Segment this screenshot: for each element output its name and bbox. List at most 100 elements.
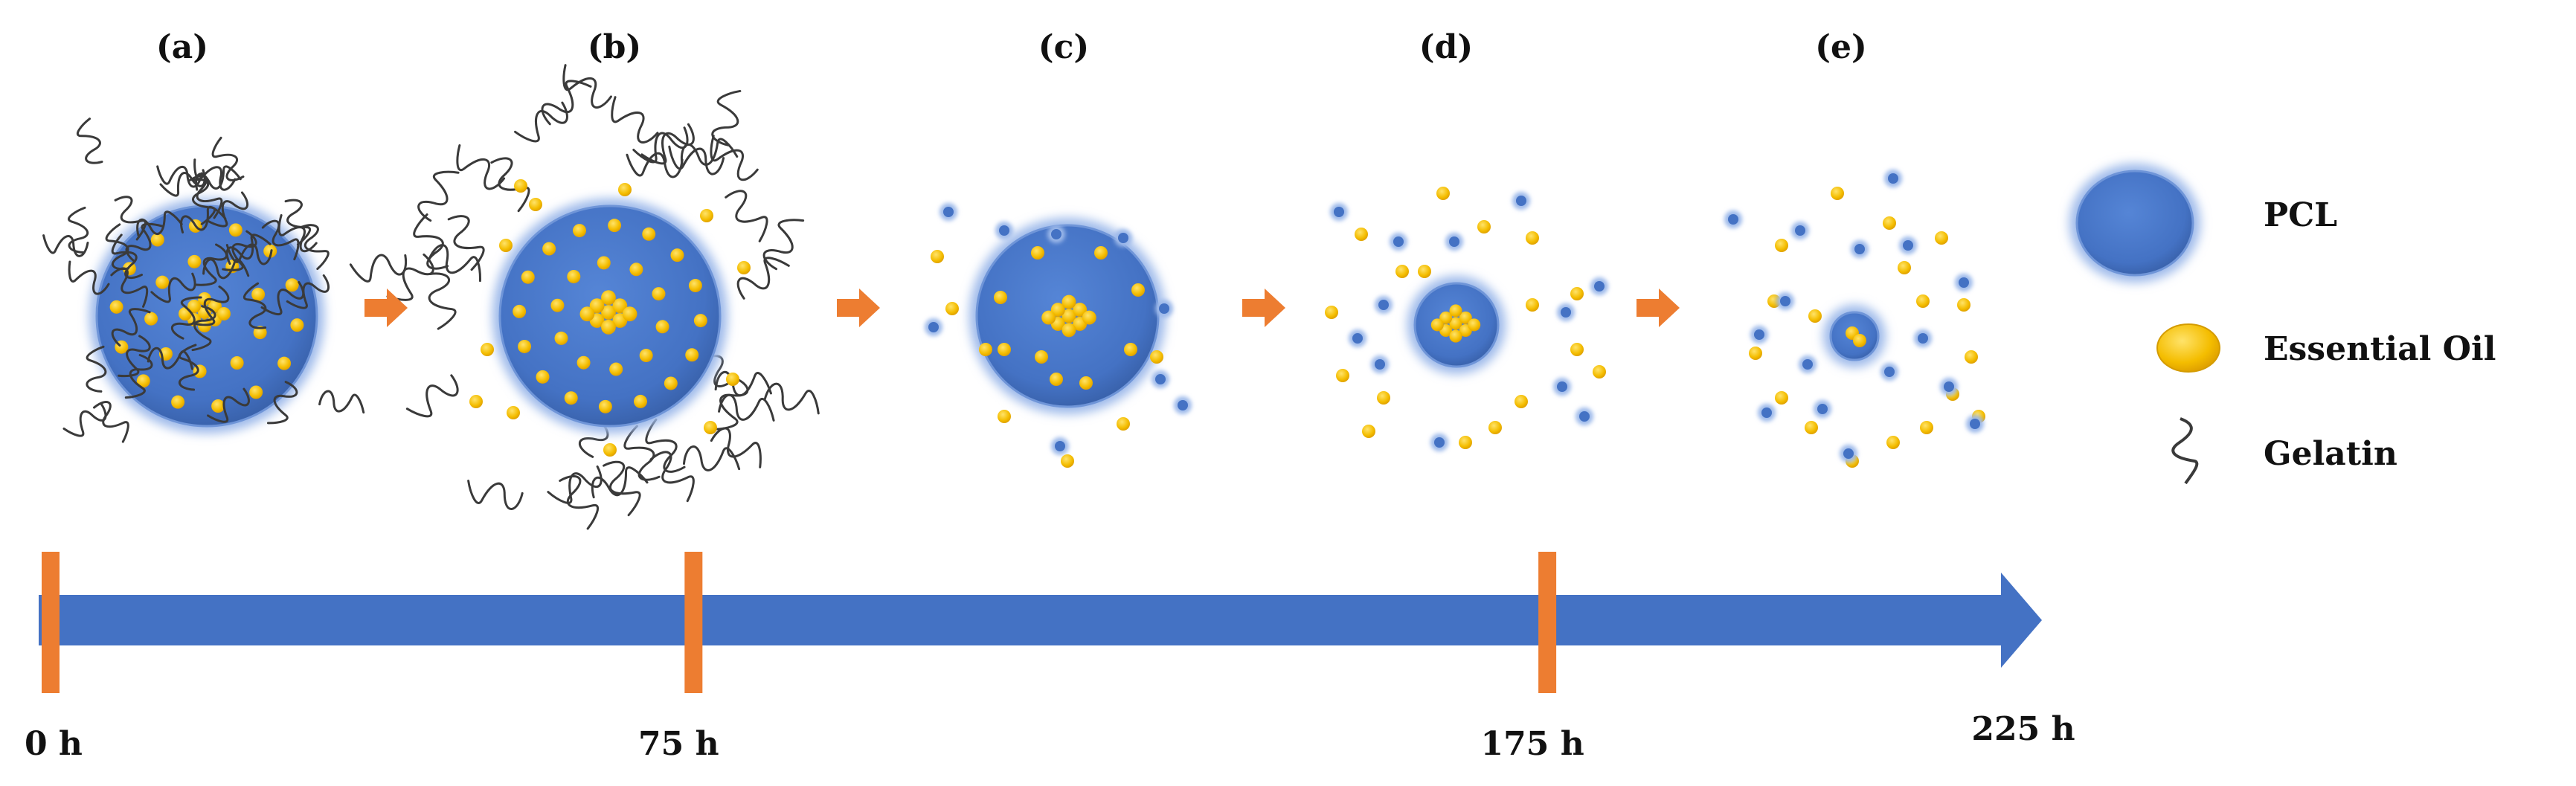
gelatin-strand <box>318 390 365 414</box>
oil-droplet <box>217 307 231 320</box>
oil-droplet <box>1526 231 1539 245</box>
timeline-tick-label: 175 h <box>1481 725 1584 763</box>
oil-droplet <box>1031 246 1044 260</box>
oil-droplet <box>253 326 267 340</box>
oil-droplet <box>1808 309 1822 323</box>
gelatin-strand <box>193 158 237 191</box>
oil-droplet <box>1061 294 1076 309</box>
oil-droplet <box>550 298 565 312</box>
gelatin-strand <box>645 418 686 473</box>
oil-droplet <box>1916 294 1930 308</box>
pcl-fragment <box>1795 225 1805 236</box>
gelatin-strand <box>428 244 481 283</box>
gelatin-strand <box>490 157 530 213</box>
oil-droplet <box>228 223 242 237</box>
gelatin-strand <box>725 190 768 242</box>
gelatin-strand <box>93 401 129 443</box>
gelatin-strand <box>205 191 249 228</box>
gelatin-strand <box>86 345 107 393</box>
oil-droplet <box>529 198 542 211</box>
gelatin-strand <box>680 138 739 166</box>
oil-droplet <box>285 278 299 292</box>
gelatin-strand <box>124 353 153 399</box>
oil-droplet <box>1775 391 1788 405</box>
oil-droplet <box>1898 261 1911 274</box>
gelatin-strand <box>260 280 305 316</box>
pcl-fragment <box>1118 233 1128 243</box>
oil-droplet <box>1082 310 1096 325</box>
pcl-fragment <box>1055 441 1065 451</box>
gelatin-strand <box>349 254 408 283</box>
gelatin-strand <box>541 80 592 126</box>
oil-droplet <box>1570 287 1584 300</box>
oil-droplet <box>518 339 532 353</box>
pcl-fragment <box>1352 333 1363 344</box>
transition-arrow-icon <box>364 289 408 327</box>
oil-droplet <box>564 391 578 405</box>
pcl-fragment <box>1159 303 1169 314</box>
pcl-fragment <box>1959 277 1969 288</box>
oil-droplet <box>1325 306 1338 319</box>
oil-droplet <box>609 362 623 376</box>
gelatin-strand <box>763 382 820 415</box>
oil-droplet <box>612 298 628 314</box>
gelatin-strand <box>114 196 147 241</box>
oil-droplet <box>469 395 483 408</box>
pcl-fragment <box>1375 359 1385 370</box>
gelatin-strand <box>202 258 250 280</box>
oil-droplet <box>726 373 739 386</box>
gelatin-strand <box>591 466 649 499</box>
timeline-tick <box>684 552 703 693</box>
oil-droplet <box>144 312 158 326</box>
oil-droplet <box>1061 309 1076 323</box>
gelatin-strand <box>118 335 151 378</box>
gelatin-strand <box>710 135 759 181</box>
oil-droplet <box>1883 216 1896 230</box>
gelatin-strand <box>640 123 695 165</box>
oil-droplet <box>1831 187 1844 200</box>
gelatin-strand <box>559 475 600 530</box>
oil-droplet <box>1957 298 1970 312</box>
oil-droplet <box>155 275 170 289</box>
oil-droplet <box>187 254 202 268</box>
oil-droplet <box>150 233 164 247</box>
oil-droplet <box>1436 187 1450 200</box>
pcl-fragment <box>1155 374 1166 384</box>
pcl-fragment <box>1780 296 1790 306</box>
gelatin-strand <box>42 234 89 257</box>
timeline-end-label: 225 h <box>1971 710 2075 748</box>
oil-droplet <box>579 306 595 322</box>
oil-droplet <box>567 269 581 283</box>
oil-droplet <box>1853 334 1866 347</box>
oil-droplet <box>1515 395 1528 408</box>
oil-droplet <box>1079 376 1093 390</box>
oil-droplet <box>521 270 535 284</box>
oil-droplet <box>601 305 616 320</box>
gelatin-strand <box>736 257 790 300</box>
gelatin-strand-icon <box>2171 417 2199 485</box>
gelatin-strand <box>386 253 434 301</box>
gelatin-strand <box>284 199 312 246</box>
oil-droplet <box>1035 350 1048 364</box>
pcl-fragment <box>1944 381 1954 392</box>
legend-item-gelatin: Gelatin <box>2171 417 2397 485</box>
pcl-fragment <box>1888 173 1898 184</box>
oil-droplet <box>513 304 527 318</box>
oil-droplet <box>979 343 992 356</box>
timeline-tick-label: 75 h <box>638 725 719 763</box>
timeline-tick-label: 0 h <box>25 725 83 763</box>
gelatin-strand <box>413 213 449 270</box>
gelatin-strand <box>111 308 151 347</box>
oil-droplet <box>670 248 684 262</box>
oil-droplet <box>1449 329 1462 343</box>
oil-droplet-icon <box>2156 323 2220 373</box>
oil-droplet <box>187 300 201 313</box>
pcl-fragment <box>1561 307 1571 318</box>
oil-droplet <box>597 256 611 270</box>
gelatin-strand <box>623 425 661 481</box>
legend: PCL Essential Oil Gelatin <box>2069 164 2496 485</box>
oil-droplet <box>1150 350 1163 364</box>
oil-droplet <box>1041 310 1056 325</box>
gelatin-strand <box>632 126 689 164</box>
stage-label-d: (d) <box>1419 28 1473 66</box>
